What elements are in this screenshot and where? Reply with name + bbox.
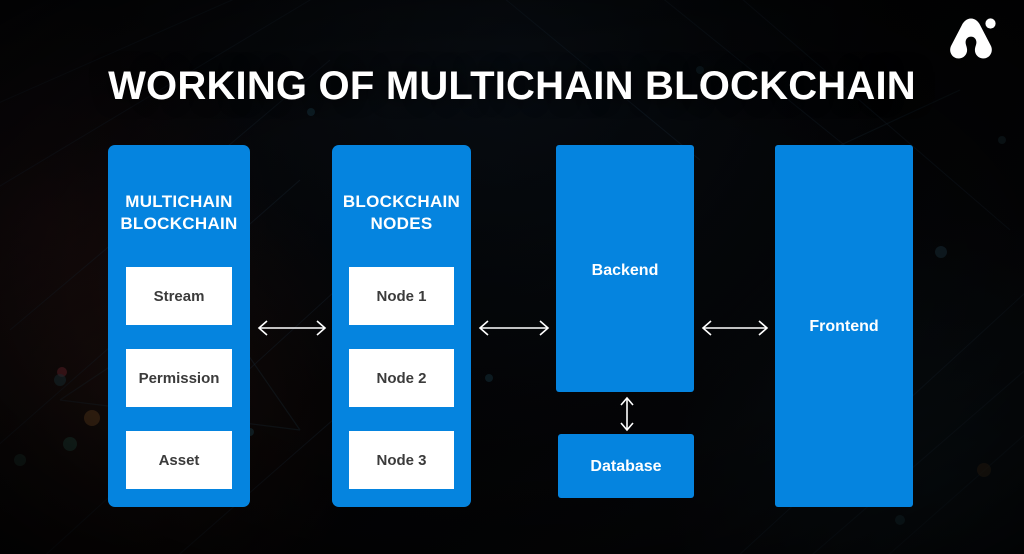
panel-frontend-label: Frontend xyxy=(809,318,879,335)
panel-blockchain-nodes[interactable]: BLOCKCHAIN NODES Node 1 Node 2 Node 3 xyxy=(332,145,471,507)
panel-frontend[interactable]: Frontend xyxy=(775,145,913,507)
card-node-1[interactable]: Node 1 xyxy=(349,267,454,325)
card-stream[interactable]: Stream xyxy=(126,267,232,325)
panel-database[interactable]: Database xyxy=(558,434,694,498)
card-permission[interactable]: Permission xyxy=(126,349,232,407)
page-title: WORKING OF MULTICHAIN BLOCKCHAIN xyxy=(108,64,916,108)
panel-blockchain-nodes-title: BLOCKCHAIN NODES xyxy=(342,192,461,233)
card-asset[interactable]: Asset xyxy=(126,431,232,489)
connector-multichain-to-nodes xyxy=(257,320,327,336)
card-node-2[interactable]: Node 2 xyxy=(349,349,454,407)
connector-backend-to-database xyxy=(620,396,634,432)
brand-logo-icon xyxy=(950,18,996,59)
panel-backend[interactable]: Backend xyxy=(556,145,694,392)
panel-database-label: Database xyxy=(590,458,662,475)
panel-multichain-blockchain-title: MULTICHAIN BLOCKCHAIN xyxy=(120,192,238,233)
panel-multichain-blockchain[interactable]: MULTICHAIN BLOCKCHAIN Stream Permission … xyxy=(108,145,250,507)
connector-nodes-to-backend xyxy=(478,320,550,336)
card-node-3[interactable]: Node 3 xyxy=(349,431,454,489)
connector-backend-to-frontend xyxy=(701,320,769,336)
panel-backend-label: Backend xyxy=(591,262,659,279)
